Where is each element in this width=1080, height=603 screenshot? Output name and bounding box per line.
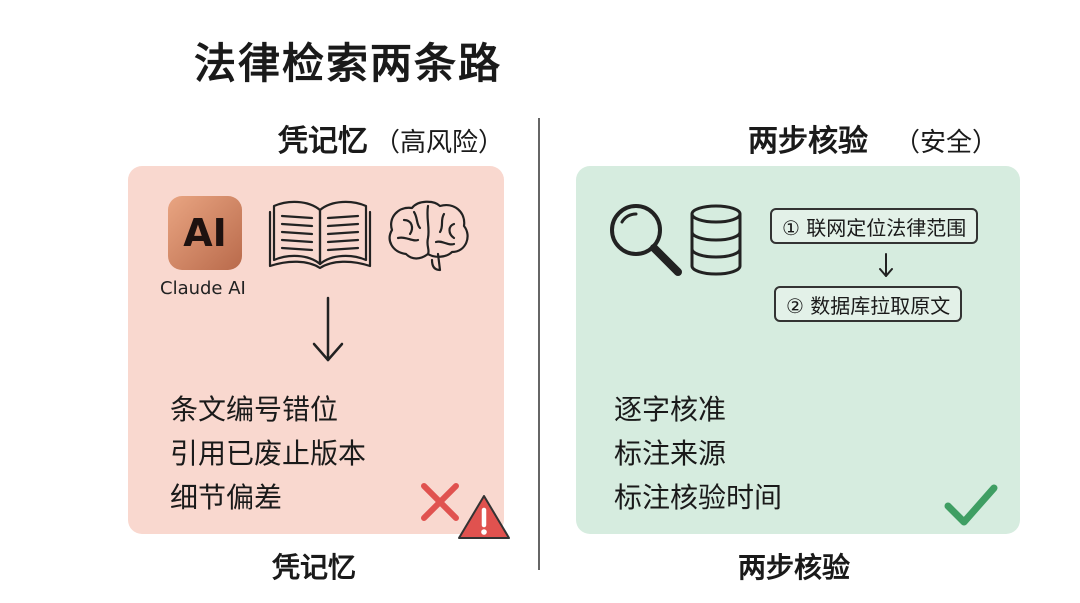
right-heading-note: （安全） bbox=[894, 128, 999, 158]
left-heading-text: 凭记忆 bbox=[278, 124, 368, 159]
left-heading: 凭记忆（高风险） bbox=[278, 116, 504, 160]
step-1-box: ① 联网定位法律范围 bbox=[770, 208, 979, 244]
magnifier-icon bbox=[610, 204, 682, 276]
left-footer-label: 凭记忆 bbox=[272, 551, 357, 584]
column-divider bbox=[538, 118, 540, 570]
brain-icon bbox=[388, 200, 469, 272]
memory-outcome-list: 条文编号错位 引用已废止版本 细节偏差 bbox=[170, 388, 366, 520]
ai-logo-caption: Claude AI bbox=[160, 278, 246, 299]
arrow-down-icon bbox=[312, 296, 344, 362]
right-footer-label: 两步核验 bbox=[738, 551, 851, 584]
right-heading-text: 两步核验 bbox=[748, 124, 868, 159]
list-item: 逐字核准 bbox=[614, 393, 727, 426]
right-heading: 两步核验 （安全） bbox=[748, 116, 998, 160]
ai-logo: AI bbox=[168, 196, 242, 270]
cross-icon bbox=[421, 483, 459, 521]
list-item: 标注来源 bbox=[614, 437, 727, 470]
list-item: 标注核验时间 bbox=[614, 481, 783, 514]
list-item: 细节偏差 bbox=[170, 481, 283, 514]
list-item: 条文编号错位 bbox=[170, 393, 339, 426]
list-item: 引用已废止版本 bbox=[170, 437, 367, 470]
check-icon bbox=[944, 484, 998, 526]
step-arrow-icon bbox=[879, 253, 893, 277]
open-book-icon bbox=[268, 200, 372, 270]
verification-outcome-list: 逐字核准 标注来源 标注核验时间 bbox=[614, 388, 782, 520]
left-heading-note: （高风险） bbox=[374, 128, 505, 158]
database-icon bbox=[690, 204, 742, 276]
page-title: 法律检索两条路 bbox=[194, 39, 503, 88]
step-2-box: ② 数据库拉取原文 bbox=[774, 286, 963, 322]
warning-icon bbox=[458, 495, 510, 539]
